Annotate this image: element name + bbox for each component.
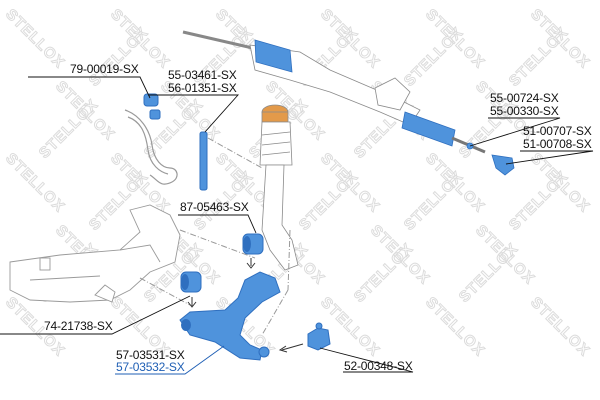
watermark-text: STELLOX — [422, 294, 488, 360]
part-label[interactable]: 56-01351-SX — [168, 81, 237, 95]
watermark-text: STELLOX — [296, 168, 362, 234]
watermark-text: STELLOX — [2, 6, 68, 72]
watermark-text: STELLOX — [527, 294, 593, 360]
part-label[interactable]: 55-00330-SX — [490, 104, 559, 118]
part-label[interactable]: 87-05463-SX — [180, 200, 249, 214]
leader-line-link — [115, 345, 225, 375]
part-label[interactable]: 79-00019-SX — [70, 62, 139, 76]
strut-assembly — [259, 104, 299, 271]
part-label[interactable]: 51-00707-SX — [523, 124, 592, 138]
watermark-text: STELLOX — [506, 24, 572, 90]
part-label[interactable]: 55-03461-SX — [168, 68, 237, 82]
watermark-text: STELLOX — [506, 168, 572, 234]
control-arm-bushing-front-shape — [180, 271, 202, 308]
watermark-text: STELLOX — [401, 168, 467, 234]
control-arm-bushing-rear-shape — [242, 233, 264, 269]
part-label[interactable]: 52-00348-SX — [344, 359, 413, 373]
stabilizer-bar — [124, 109, 178, 185]
watermark-text: STELLOX — [401, 24, 467, 90]
part-label[interactable]: 74-21738-SX — [44, 319, 113, 333]
subframe — [9, 204, 181, 303]
part-link-selected[interactable]: 57-03532-SX — [116, 360, 185, 374]
control-arm-ball-stud — [258, 346, 270, 358]
stabilizer-bushing-shape-2 — [149, 109, 161, 120]
part-label[interactable]: 51-00708-SX — [523, 137, 592, 151]
part-label[interactable]: 57-03531-SX — [116, 348, 185, 362]
ball-joint-shape — [278, 322, 331, 353]
leader-lines — [0, 76, 594, 373]
control-arm-shape — [179, 271, 281, 361]
assembly-guide-line — [207, 137, 263, 169]
watermark-text: STELLOX — [2, 150, 68, 216]
stabilizer-bushing-shape — [143, 93, 159, 107]
stabilizer-link-shape — [199, 131, 208, 191]
steering-rack — [182, 30, 515, 176]
part-label[interactable]: 55-00724-SX — [490, 91, 559, 105]
control-arm-bush-eye — [181, 319, 191, 331]
